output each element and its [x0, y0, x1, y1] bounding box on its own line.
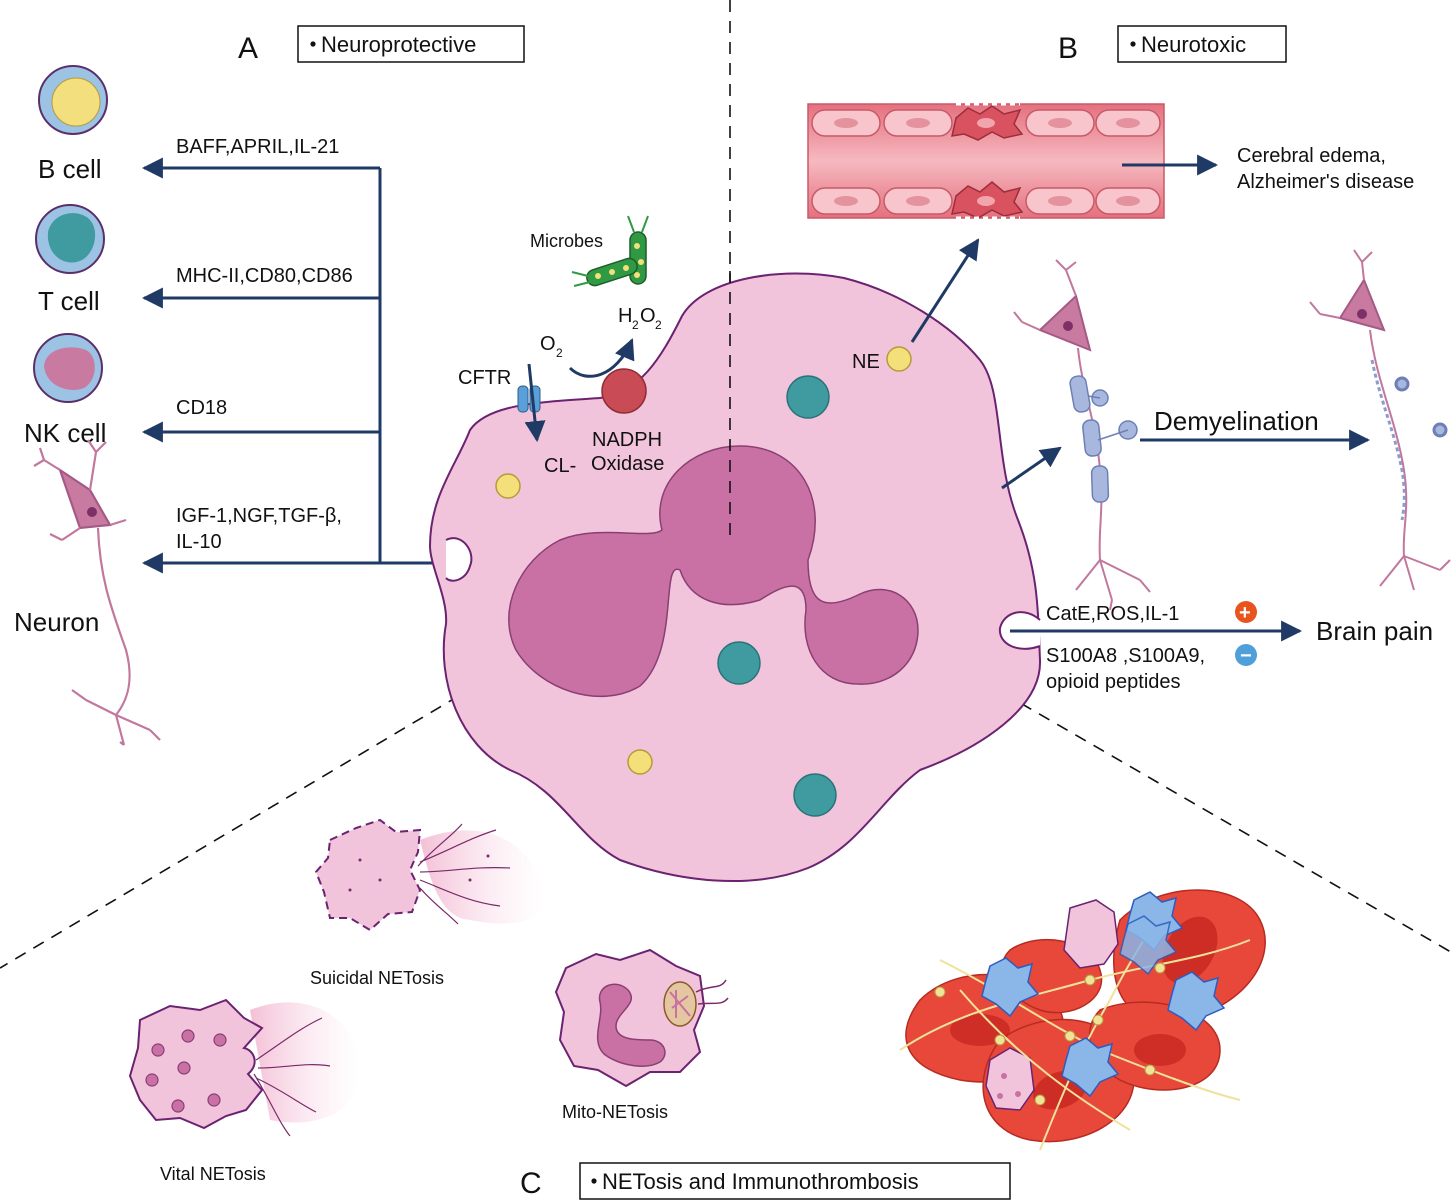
nadph-oxidase	[601, 368, 647, 414]
o2-to-h2o2-arrow	[568, 338, 635, 378]
panel-b-letter: B	[1058, 32, 1078, 65]
divider-lower-left	[0, 534, 731, 969]
panel-a-title-box	[297, 25, 525, 63]
vital-netosis-label: Vital NETosis	[160, 1164, 266, 1184]
signal-neuron-line1: IGF-1,NGF,TGF-β,	[176, 505, 342, 527]
nadph-label-line1: NADPH	[592, 429, 662, 451]
panel-c-title: NETosis and Immunothrombosis	[602, 1169, 919, 1194]
panel-b-header: B Neurotoxic	[1058, 25, 1287, 65]
nk-cell-icon	[33, 333, 103, 403]
svg-text:O: O	[540, 333, 556, 355]
pain-anti-signals-line2: opioid peptides	[1046, 671, 1181, 693]
signal-neuron-line2: IL-10	[176, 531, 222, 553]
mito-netosis-label: Mito-NETosis	[562, 1102, 668, 1122]
vital-netosis-icon	[128, 998, 361, 1137]
blood-vessel	[807, 102, 1165, 220]
svg-text:2: 2	[556, 346, 563, 360]
cl-efflux-arrow	[524, 363, 546, 443]
microbes-label: Microbes	[530, 231, 603, 251]
ne-to-vessel-arrow	[910, 238, 980, 343]
panel-b-title: Neurotoxic	[1141, 32, 1246, 57]
myelin-sheath	[1069, 375, 1138, 503]
b-cell-label: B cell	[38, 154, 102, 184]
ne-granule	[886, 346, 912, 372]
panel-c-letter: C	[520, 1167, 542, 1200]
minus-badge-text: −	[1240, 645, 1252, 667]
t-cell-label: T cell	[38, 286, 100, 316]
cl-label: CL-	[544, 455, 576, 477]
neuron-icon-left	[33, 439, 161, 746]
o2-label: O 2	[540, 333, 563, 360]
pain-pro-signals: CatE,ROS,IL-1	[1046, 603, 1179, 625]
signal-nk-cell: CD18	[176, 397, 227, 419]
svg-text:2: 2	[655, 318, 662, 332]
microbes-icon	[571, 215, 649, 287]
minus-badge	[1235, 644, 1257, 666]
demyelination-label: Demyelination	[1154, 406, 1319, 436]
signal-b-cell: BAFF,APRIL,IL-21	[176, 136, 339, 158]
neuron-demyelinated-icon	[1309, 249, 1451, 591]
nadph-label-line2: Oxidase	[591, 453, 664, 475]
svg-text:H: H	[618, 305, 632, 327]
panel-a-title: Neuroprotective	[321, 32, 476, 57]
brain-pain-label: Brain pain	[1316, 616, 1433, 646]
cerebral-edema-label: Cerebral edema,	[1237, 145, 1386, 167]
bullet-dot	[1130, 41, 1136, 47]
panel-a-signal-tree	[141, 157, 444, 574]
pain-anti-signals-line1: S100A8 ,S100A9,	[1046, 645, 1205, 667]
alzheimers-label: Alzheimer's disease	[1237, 171, 1414, 193]
panel-a-letter: A	[238, 32, 258, 65]
suicidal-netosis-label: Suicidal NETosis	[310, 968, 444, 988]
t-cell-icon	[35, 204, 105, 274]
panel-a-header: A Neuroprotective	[238, 25, 525, 65]
bullet-dot	[310, 41, 316, 47]
cftr-label: CFTR	[458, 367, 511, 389]
panel-b-title-box	[1117, 25, 1287, 63]
arrow-to-neuron-b	[1001, 446, 1062, 490]
h2o2-label: H 2 O 2	[618, 305, 662, 332]
demyelinated-fragments	[1370, 359, 1448, 521]
nk-cell-label: NK cell	[24, 418, 106, 448]
b-cell-icon	[38, 65, 108, 135]
neuron-label-left: Neuron	[14, 607, 99, 637]
ne-label: NE	[852, 351, 880, 373]
svg-text:2: 2	[632, 318, 639, 332]
panel-c-header: C NETosis and Immunothrombosis	[520, 1162, 1011, 1200]
immunothrombosis-icon	[899, 889, 1266, 1151]
plus-badge-text: +	[1239, 602, 1251, 624]
neutrophil-cell	[428, 272, 1042, 883]
panel-c-title-box	[579, 1162, 1011, 1200]
signal-t-cell: MHC-II,CD80,CD86	[176, 265, 353, 287]
bullet-dot	[591, 1178, 597, 1184]
divider-lower-right	[729, 534, 1456, 956]
svg-text:O: O	[640, 305, 656, 327]
plus-badge	[1235, 601, 1257, 623]
suicidal-netosis-icon	[314, 818, 546, 932]
mito-netosis-icon	[554, 948, 729, 1088]
